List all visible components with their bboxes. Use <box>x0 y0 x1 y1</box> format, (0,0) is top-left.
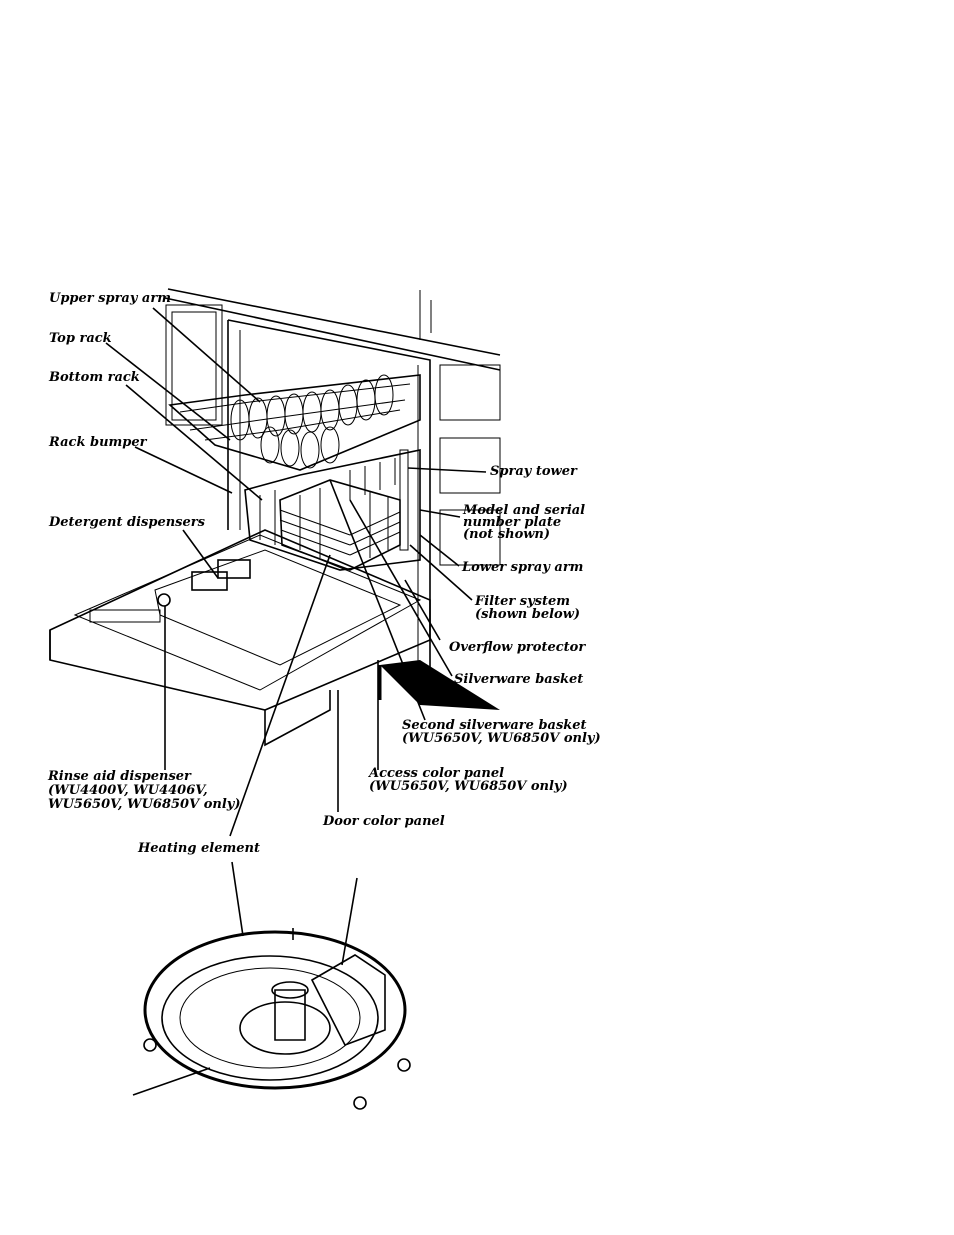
label-second-silverware-basket: Second silverware basket (WU5650V, WU685… <box>402 718 601 746</box>
label-door-color-panel: Door color panel <box>323 814 445 829</box>
label-detergent-dispensers: Detergent dispensers <box>49 515 205 530</box>
label-filter-system: Filter system (shown below) <box>475 594 581 622</box>
label-lower-spray-arm: Lower spray arm <box>462 560 584 575</box>
label-access-color-panel: Access color panel (WU5650V, WU6850V onl… <box>369 766 568 794</box>
label-silverware-basket: Silverware basket <box>454 672 584 687</box>
label-heating-element: Heating element <box>138 841 260 856</box>
label-rack-bumper: Rack bumper <box>49 435 147 450</box>
label-rinse-aid-dispenser: Rinse aid dispenser (WU4400V, WU4406V, W… <box>48 769 241 812</box>
label-top-rack: Top rack <box>49 331 112 346</box>
label-model-serial-plate: Model and serial number plate (not shown… <box>463 503 586 542</box>
label-spray-tower: Spray tower <box>490 464 577 479</box>
label-upper-spray-arm: Upper spray arm <box>49 291 171 306</box>
label-overflow-protector: Overflow protector <box>449 640 586 655</box>
label-bottom-rack: Bottom rack <box>49 370 140 385</box>
